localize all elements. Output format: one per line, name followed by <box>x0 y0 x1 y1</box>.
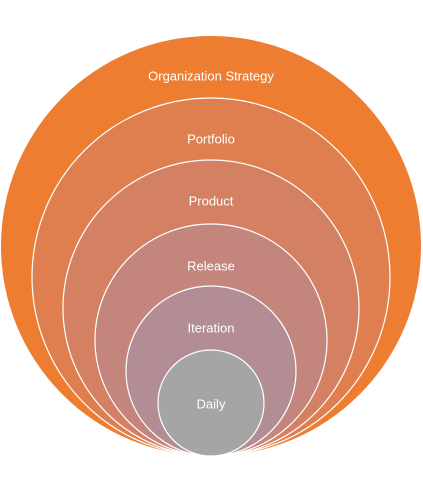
label-layer: Organization Strategy Portfolio Product … <box>148 68 274 411</box>
level-label-organization-strategy: Organization Strategy <box>148 68 274 83</box>
level-circle-daily <box>157 349 265 457</box>
level-label-product: Product <box>189 193 234 208</box>
level-label-release: Release <box>187 258 235 273</box>
level-label-iteration: Iteration <box>188 320 235 335</box>
circle-layer <box>1 36 421 457</box>
level-label-daily: Daily <box>197 396 226 411</box>
level-label-portfolio: Portfolio <box>187 131 235 146</box>
